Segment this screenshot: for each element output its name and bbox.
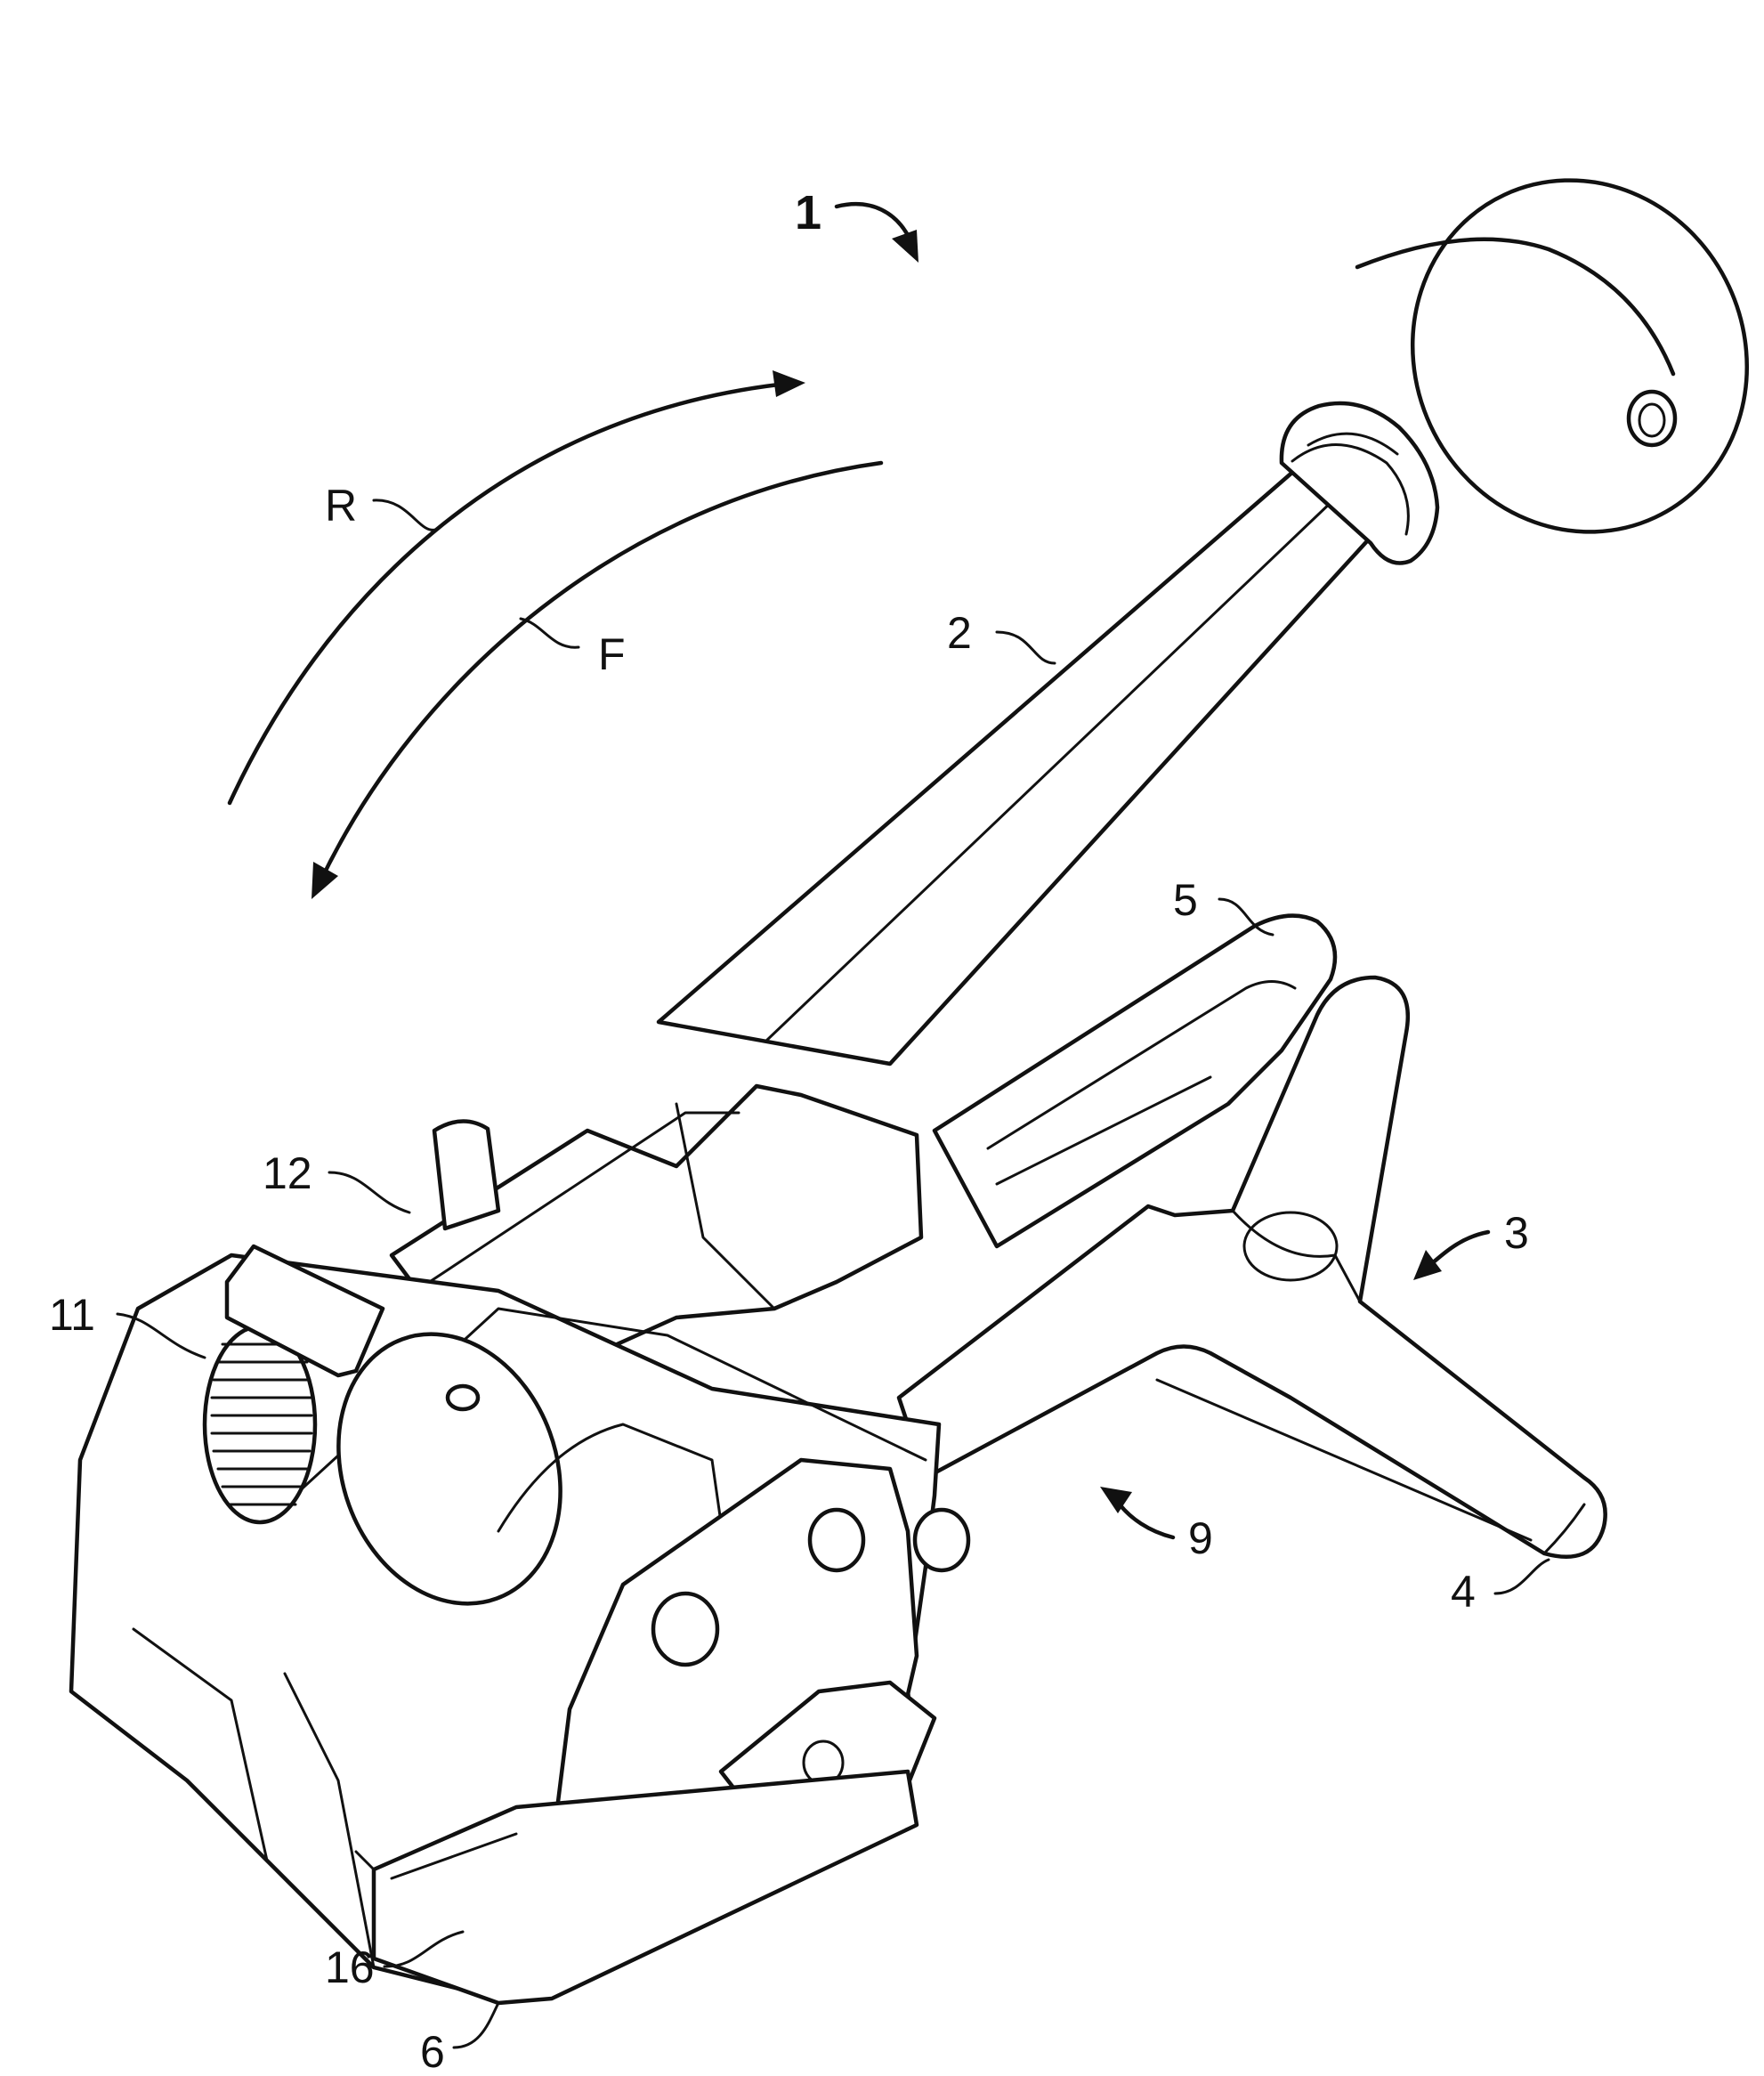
label-11: 11 <box>49 1290 95 1340</box>
label-2: 2 <box>947 608 972 658</box>
leader-2 <box>997 632 1055 663</box>
label-9: 9 <box>1188 1513 1213 1563</box>
arrow-9-path <box>1120 1504 1173 1537</box>
lever <box>659 126 1764 1064</box>
pawl-block <box>434 1121 498 1229</box>
tool-arrow-head <box>892 230 918 263</box>
pin-3 <box>915 1510 968 1570</box>
label-4: 4 <box>1451 1567 1476 1617</box>
arrow-f-head <box>312 862 338 899</box>
label-3: 3 <box>1504 1208 1529 1258</box>
label-1: 1 <box>795 186 821 239</box>
leader-12 <box>329 1172 409 1212</box>
leader-f <box>521 619 579 647</box>
arrow-3-head <box>1413 1250 1442 1280</box>
rotation-arrows <box>230 370 881 899</box>
roller-hole <box>448 1386 478 1409</box>
tool-arrow-path <box>837 204 910 239</box>
label-5: 5 <box>1173 875 1198 925</box>
leader-6 <box>454 2003 498 2048</box>
tool-arrow <box>837 204 918 263</box>
label-16: 16 <box>325 1942 375 1992</box>
label-6: 6 <box>420 2027 445 2076</box>
leader-4 <box>1495 1560 1549 1593</box>
leader-r <box>374 500 436 531</box>
arrow-3-path <box>1431 1232 1488 1264</box>
label-r: R <box>325 481 357 531</box>
pin-2 <box>810 1510 863 1570</box>
arrow-r-head <box>773 370 805 397</box>
arrow-9-head <box>1100 1487 1132 1513</box>
label-f: F <box>598 629 626 679</box>
label-12: 12 <box>263 1148 312 1198</box>
arm-assembly-arrow <box>1100 1487 1173 1537</box>
pin-1 <box>653 1593 717 1665</box>
base-handle-arrow <box>1413 1232 1488 1280</box>
arrow-r-path <box>230 385 779 803</box>
